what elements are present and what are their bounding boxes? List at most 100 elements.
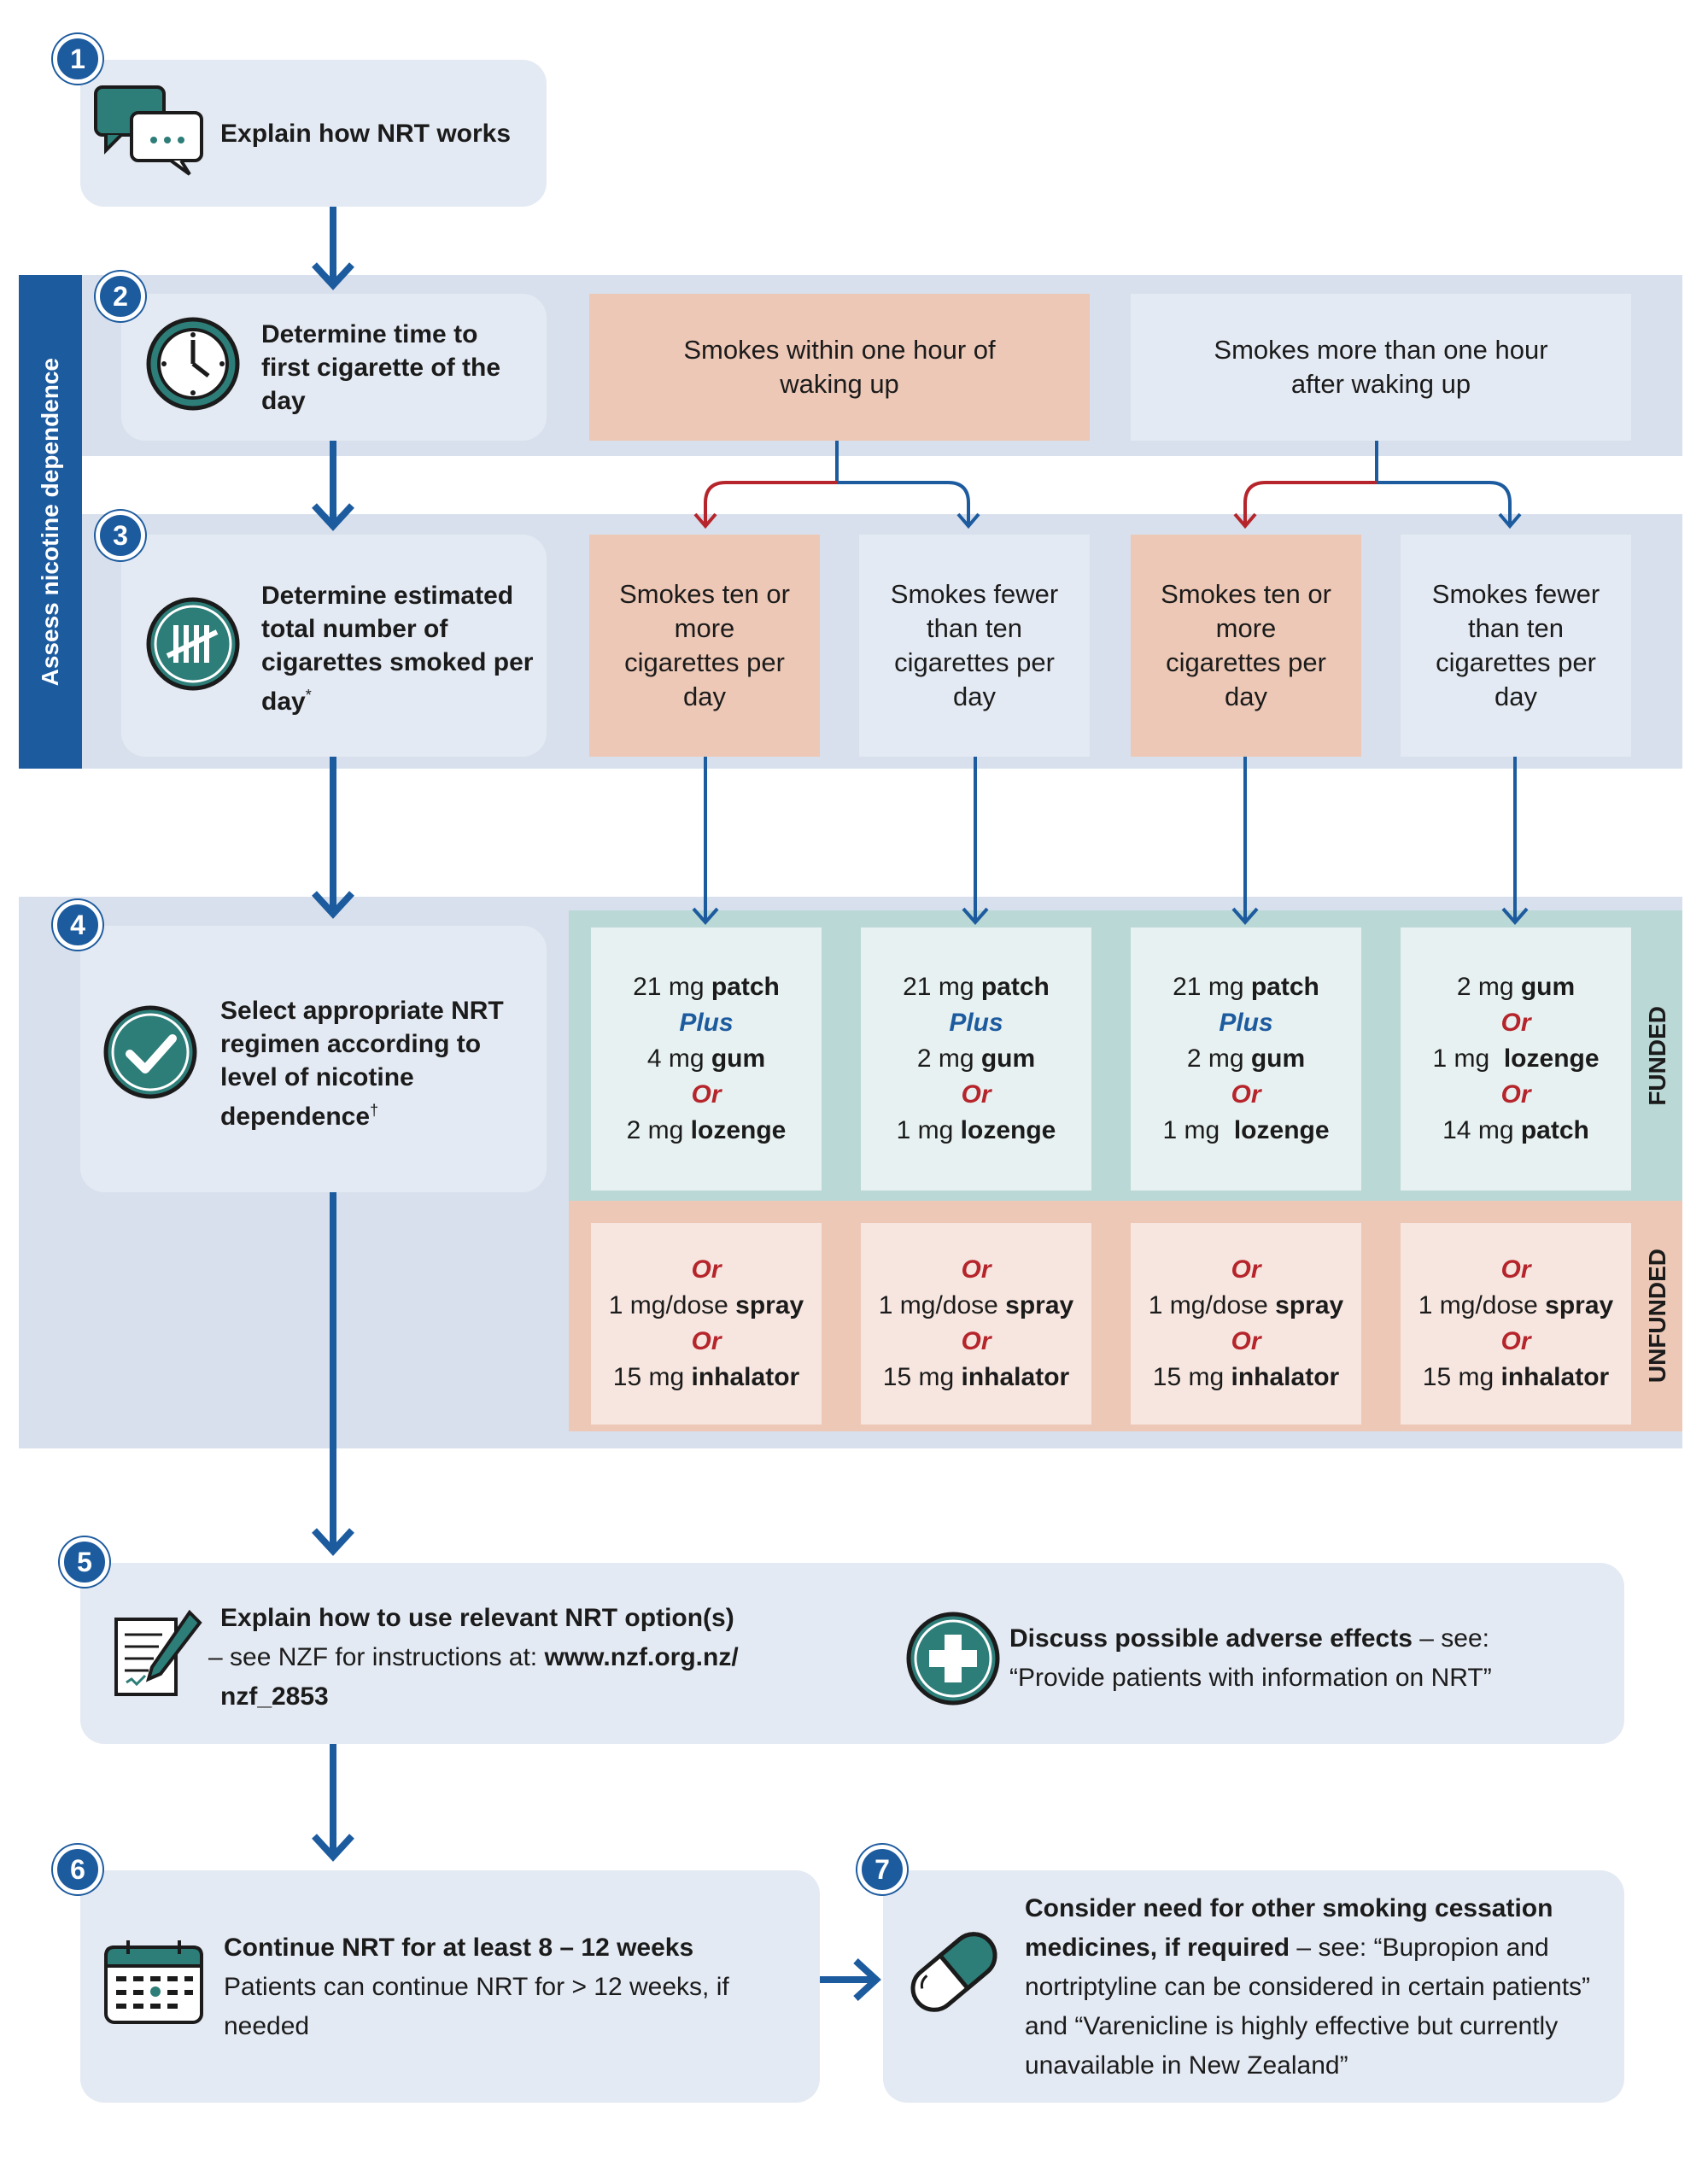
count-option-1: Smokes ten or more cigarettes per day (589, 535, 820, 757)
option-more-than-hour: Smokes more than one hour after waking u… (1131, 294, 1631, 441)
count-option-3: Smokes ten or more cigarettes per day (1131, 535, 1361, 757)
funded-cell-3: 21 mg patch Plus 2 mg gum Or 1 mg lozeng… (1131, 927, 1361, 1191)
step4-text: Select appropriate NRT regimen according… (220, 994, 528, 1133)
f3-l4: Or (1231, 1080, 1261, 1109)
unfunded-cell-4: Or 1 mg/dose spray Or 15 mg inhalator (1401, 1223, 1631, 1425)
u4-l2b: spray (1545, 1291, 1614, 1319)
step2-text: Determine time to first cigarette of the… (261, 320, 501, 415)
u1-or2: Or (691, 1327, 722, 1355)
f1-l5b: lozenge (690, 1116, 787, 1144)
step3-text: Determine estimated total number of ciga… (261, 579, 535, 718)
u1-or1: Or (691, 1255, 722, 1284)
funded-label-wrap: FUNDED (1633, 910, 1682, 1201)
unfunded-label: UNFUNDED (1644, 1249, 1670, 1384)
f2-l4: Or (961, 1080, 991, 1109)
clock-icon (146, 317, 240, 411)
u4-l4a: 15 mg (1422, 1363, 1501, 1391)
f3-l5a: 1 mg (1162, 1116, 1234, 1144)
nzf-link-cont[interactable]: nzf_2853 (220, 1682, 329, 1711)
nzf-link[interactable]: www.nzf.org.nz/ (544, 1643, 739, 1671)
chat-bubbles-icon (94, 85, 203, 176)
count-option-2: Smokes fewer than ten cigarettes per day (859, 535, 1090, 757)
u1-l2b: spray (735, 1291, 804, 1319)
calendar-icon (104, 1940, 203, 2024)
u3-l2a: 1 mg/dose (1148, 1291, 1276, 1319)
f2-l2: Plus (949, 1009, 1003, 1037)
f3-l3b: gum (1250, 1044, 1306, 1073)
f2-l1a: 21 mg (903, 973, 981, 1001)
step7-rest: – see: “Bupropion and nortriptyline can … (1025, 1934, 1591, 2080)
step7-text: Consider need for other smoking cessatio… (1025, 1889, 1606, 2086)
step7-badge: 7 (857, 1845, 907, 1894)
u4-l4b: inhalator (1500, 1363, 1610, 1391)
f1-l2: Plus (679, 1009, 734, 1037)
f4-l2: Or (1500, 1009, 1531, 1037)
f3-l3a: 2 mg (1186, 1044, 1251, 1073)
medical-cross-icon (906, 1612, 1000, 1706)
step5-right-rest2: “Provide patients with information on NR… (1009, 1664, 1492, 1692)
document-pen-icon (114, 1609, 202, 1696)
capsule-icon (910, 1932, 997, 2012)
unfunded-cell-1: Or 1 mg/dose spray Or 15 mg inhalator (591, 1223, 822, 1425)
sidebar: Assess nicotine dependence (19, 275, 82, 769)
step6-bold: Continue NRT for at least 8 – 12 weeks (224, 1934, 694, 1962)
step3-badge: 3 (96, 511, 145, 560)
f4-l1b: gum (1520, 973, 1576, 1001)
funded-cell-2: 21 mg patch Plus 2 mg gum Or 1 mg lozeng… (861, 927, 1091, 1191)
f2-l3b: gum (980, 1044, 1036, 1073)
step4-badge: 4 (53, 900, 102, 950)
f4-l3a: 1 mg (1432, 1044, 1504, 1073)
f4-l5b: patch (1520, 1116, 1589, 1144)
step7-bold2: medicines, if required (1025, 1934, 1290, 1962)
option-within-hour: Smokes within one hour of waking up (589, 294, 1090, 441)
u2-l4b: inhalator (961, 1363, 1070, 1391)
f3-l2: Plus (1219, 1009, 1273, 1037)
step6-badge: 6 (53, 1845, 102, 1894)
u3-or1: Or (1231, 1255, 1261, 1284)
u1-l4b: inhalator (691, 1363, 800, 1391)
unfunded-label-wrap: UNFUNDED (1633, 1201, 1682, 1431)
u3-or2: Or (1231, 1327, 1261, 1355)
f4-l3b: lozenge (1503, 1044, 1600, 1073)
step5-left-pre: – see NZF for instructions at: (208, 1643, 545, 1671)
step1-badge: 1 (53, 34, 102, 84)
count-option-1-text: Smokes ten or more cigarettes per day (619, 579, 790, 711)
step4-number: 4 (70, 909, 85, 940)
step2-badge: 2 (96, 272, 145, 321)
checkmark-icon (103, 1005, 197, 1099)
f2-l5b: lozenge (960, 1116, 1056, 1144)
step3-footnote-mark: * (305, 687, 312, 704)
step5-right-bold: Discuss possible adverse effects (1009, 1624, 1413, 1653)
step1-text: Explain how NRT works (220, 120, 512, 148)
u2-l2a: 1 mg/dose (878, 1291, 1006, 1319)
step5-badge: 5 (60, 1537, 109, 1587)
step5-number: 5 (77, 1546, 92, 1577)
unfunded-cell-2: Or 1 mg/dose spray Or 15 mg inhalator (861, 1223, 1091, 1425)
step7-bold1: Consider need for other smoking cessatio… (1025, 1894, 1553, 1922)
count-option-4: Smokes fewer than ten cigarettes per day (1401, 535, 1631, 757)
f3-l1a: 21 mg (1173, 973, 1251, 1001)
step6-text: Continue NRT for at least 8 – 12 weeks P… (224, 1928, 779, 2046)
step3-label: Determine estimated total number of ciga… (261, 582, 534, 716)
option-more-than-hour-text: Smokes more than one hour after waking u… (1214, 335, 1548, 399)
u2-or2: Or (961, 1327, 991, 1355)
f4-l5a: 14 mg (1442, 1116, 1521, 1144)
f1-l4: Or (691, 1080, 722, 1109)
step5-left-bold: Explain how to use relevant NRT option(s… (220, 1604, 734, 1632)
step4-footnote-mark: † (370, 1102, 379, 1119)
step6-number: 6 (70, 1853, 85, 1885)
count-option-2-text: Smokes fewer than ten cigarettes per day (890, 579, 1059, 711)
f1-l3b: gum (711, 1044, 766, 1073)
u4-or2: Or (1500, 1327, 1531, 1355)
funded-cell-4: 2 mg gum Or 1 mg lozenge Or 14 mg patch (1401, 927, 1631, 1191)
f1-l5a: 2 mg (626, 1116, 691, 1144)
step2-number: 2 (113, 280, 128, 312)
step5-right-text: Discuss possible adverse effects – see: … (1009, 1619, 1607, 1698)
step6-box (80, 1870, 820, 2103)
step5-left-text: Explain how to use relevant NRT option(s… (208, 1599, 784, 1717)
u3-l4b: inhalator (1231, 1363, 1340, 1391)
f1-l1a: 21 mg (633, 973, 711, 1001)
u3-l4a: 15 mg (1152, 1363, 1231, 1391)
u4-l2a: 1 mg/dose (1418, 1291, 1546, 1319)
